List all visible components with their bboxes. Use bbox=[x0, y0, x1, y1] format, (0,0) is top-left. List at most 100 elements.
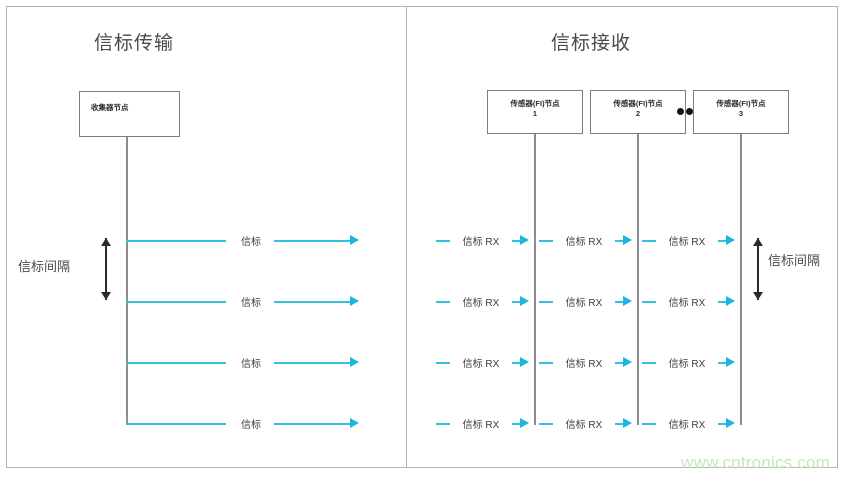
arrow-right-icon bbox=[520, 357, 529, 367]
beacon-line-segment bbox=[274, 423, 352, 425]
rx-tail-segment bbox=[512, 362, 522, 364]
rx-tail-segment bbox=[718, 423, 728, 425]
rx-row: 信标 RX bbox=[533, 294, 637, 310]
arrow-down-icon bbox=[101, 292, 111, 300]
beacon-line-segment bbox=[274, 301, 352, 303]
rx-row: 信标 RX bbox=[636, 355, 740, 371]
rx-row: 信标 RX bbox=[636, 233, 740, 249]
sensor-lifeline-2 bbox=[637, 134, 639, 425]
arrow-right-icon bbox=[623, 235, 632, 245]
beacon-label: 信标 bbox=[241, 237, 261, 248]
collector-lifeline bbox=[126, 137, 128, 425]
collector-node-label: 收集器节点 bbox=[91, 103, 129, 112]
rx-tail-segment bbox=[718, 240, 728, 242]
rx-label: 信标 RX bbox=[565, 298, 603, 309]
rx-label: 信标 RX bbox=[565, 359, 603, 370]
rx-tail-segment bbox=[615, 362, 625, 364]
panel-divider bbox=[406, 7, 407, 467]
right-panel-title: 信标接收 bbox=[551, 33, 632, 54]
rx-dash-segment bbox=[539, 423, 553, 425]
beacon-line-segment bbox=[274, 362, 352, 364]
rx-tail-segment bbox=[615, 423, 625, 425]
rx-tail-segment bbox=[512, 240, 522, 242]
rx-tail-segment bbox=[718, 362, 728, 364]
arrow-right-icon bbox=[726, 418, 735, 428]
rx-label: 信标 RX bbox=[462, 359, 500, 370]
rx-label: 信标 RX bbox=[668, 420, 706, 431]
beacon-line-segment bbox=[126, 362, 226, 364]
arrow-right-icon bbox=[520, 418, 529, 428]
arrow-right-icon bbox=[350, 357, 359, 367]
rx-label: 信标 RX bbox=[668, 237, 706, 248]
rx-label: 信标 RX bbox=[668, 359, 706, 370]
rx-dash-segment bbox=[539, 240, 553, 242]
rx-row: 信标 RX bbox=[533, 416, 637, 432]
arrow-right-icon bbox=[520, 235, 529, 245]
right-beacon-interval-label: 信标间隔 bbox=[768, 253, 821, 268]
beacon-label: 信标 bbox=[241, 420, 261, 431]
rx-dash-segment bbox=[436, 423, 450, 425]
rx-label: 信标 RX bbox=[565, 420, 603, 431]
arrow-right-icon bbox=[726, 357, 735, 367]
sensor-node-index-1: 1 bbox=[532, 109, 538, 119]
sensor-lifeline-3 bbox=[740, 134, 742, 425]
rx-label: 信标 RX bbox=[462, 298, 500, 309]
rx-tail-segment bbox=[512, 301, 522, 303]
rx-row: 信标 RX bbox=[636, 416, 740, 432]
rx-label: 信标 RX bbox=[462, 420, 500, 431]
rx-label: 信标 RX bbox=[565, 237, 603, 248]
rx-dash-segment bbox=[642, 240, 656, 242]
rx-row: 信标 RX bbox=[430, 416, 534, 432]
rx-label: 信标 RX bbox=[668, 298, 706, 309]
rx-dash-segment bbox=[539, 301, 553, 303]
rx-dash-segment bbox=[642, 362, 656, 364]
rx-row: 信标 RX bbox=[430, 233, 534, 249]
interval-shaft bbox=[105, 238, 107, 300]
arrow-right-icon bbox=[623, 418, 632, 428]
arrow-down-icon bbox=[753, 292, 763, 300]
right-beacon-interval-arrow bbox=[753, 238, 763, 300]
arrow-right-icon bbox=[623, 296, 632, 306]
diagram-frame bbox=[6, 6, 838, 468]
sensor-lifeline-1 bbox=[534, 134, 536, 425]
beacon-label: 信标 bbox=[241, 298, 261, 309]
arrow-right-icon bbox=[350, 296, 359, 306]
arrow-up-icon bbox=[101, 238, 111, 246]
sensor-node-index-3: 3 bbox=[738, 109, 744, 119]
sensor-node-name-2: 传感器(FI)节点 bbox=[613, 99, 663, 108]
collector-node-box: 收集器节点 bbox=[79, 91, 180, 137]
rx-row: 信标 RX bbox=[533, 355, 637, 371]
beacon-line-segment bbox=[274, 240, 352, 242]
sensor-node-name-1: 传感器(FI)节点 bbox=[510, 99, 560, 108]
site-watermark: www.cntronics.com bbox=[681, 453, 830, 472]
beacon-label: 信标 bbox=[241, 359, 261, 370]
sensor-node-name-3: 传感器(FI)节点 bbox=[716, 99, 766, 108]
rx-tail-segment bbox=[615, 301, 625, 303]
rx-dash-segment bbox=[436, 301, 450, 303]
beacon-line-segment bbox=[126, 301, 226, 303]
rx-label: 信标 RX bbox=[462, 237, 500, 248]
left-beacon-interval-label: 信标间隔 bbox=[18, 259, 71, 274]
rx-row: 信标 RX bbox=[636, 294, 740, 310]
left-beacon-interval-arrow bbox=[101, 238, 111, 300]
arrow-right-icon bbox=[726, 235, 735, 245]
dot-icon bbox=[677, 108, 684, 115]
ellipsis-dots-icon bbox=[677, 108, 693, 115]
arrow-right-icon bbox=[623, 357, 632, 367]
beacon-line-segment bbox=[126, 240, 226, 242]
dot-icon bbox=[686, 108, 693, 115]
rx-dash-segment bbox=[642, 423, 656, 425]
rx-tail-segment bbox=[615, 240, 625, 242]
arrow-right-icon bbox=[520, 296, 529, 306]
arrow-up-icon bbox=[753, 238, 763, 246]
rx-tail-segment bbox=[718, 301, 728, 303]
rx-row: 信标 RX bbox=[533, 233, 637, 249]
left-panel-title: 信标传输 bbox=[94, 33, 175, 54]
rx-row: 信标 RX bbox=[430, 355, 534, 371]
